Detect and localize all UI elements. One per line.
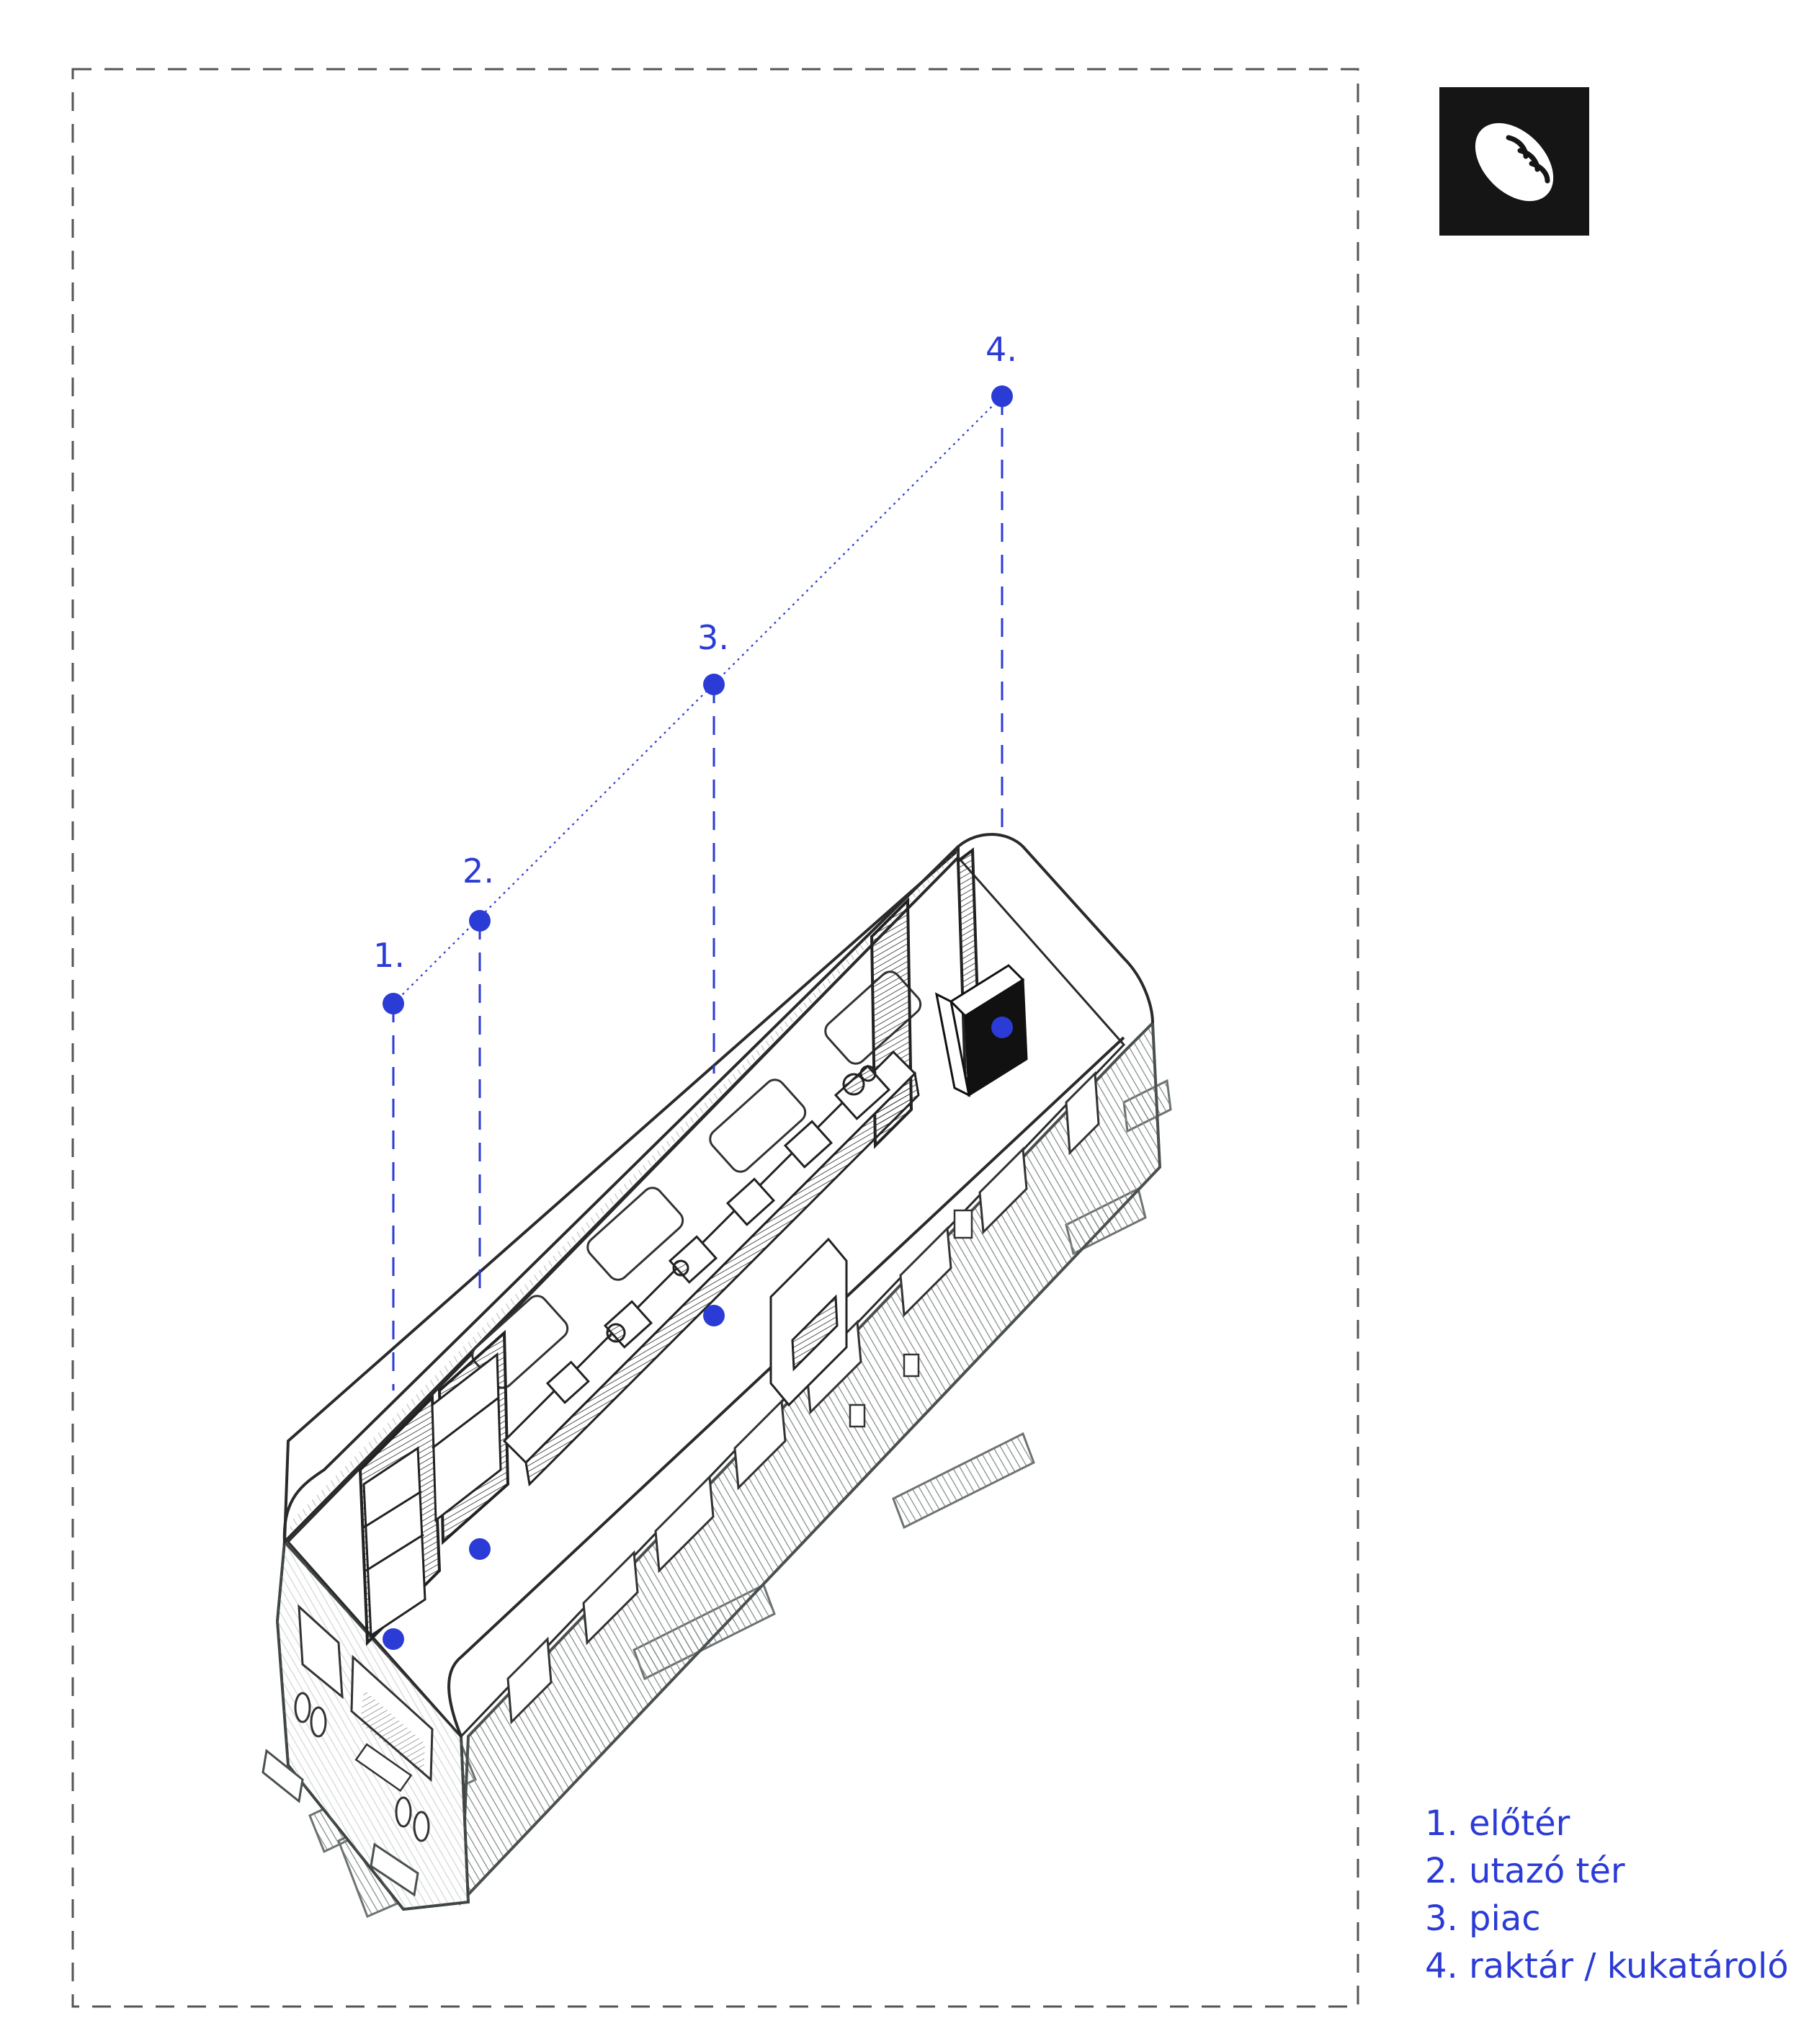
bread-icon-box — [1439, 87, 1589, 236]
leader-lines — [392, 396, 1004, 1391]
car-roof-outline — [282, 833, 1154, 1543]
connector-dotted — [393, 396, 1003, 1004]
legend-item-1: 1. előtér — [1425, 1803, 1570, 1844]
legend: 1. előtér 2. utazó tér 3. piac 4. raktár… — [1425, 1800, 1789, 1990]
headlights — [294, 1692, 430, 1842]
zone-dot-3 — [703, 1305, 725, 1326]
storage-bins — [934, 964, 1028, 1097]
marker-dot-1 — [383, 993, 404, 1014]
marker-dot-4 — [991, 385, 1013, 407]
zone-dot-4 — [991, 1017, 1013, 1038]
marker-label-1: 1. — [373, 936, 405, 975]
train-car-drawing — [262, 833, 1172, 1919]
buffers — [262, 1749, 419, 1897]
shelving-units — [362, 1352, 502, 1638]
zone-dot-2 — [469, 1538, 491, 1560]
marker-dots — [383, 385, 1013, 1650]
display-cases — [769, 1237, 848, 1407]
marker-dot-3 — [703, 674, 725, 695]
legend-item-3: 3. piac — [1425, 1898, 1541, 1939]
marker-label-3: 3. — [697, 618, 729, 657]
bread-icon — [1475, 122, 1554, 202]
legend-item-4: 4. raktár / kukatároló — [1425, 1946, 1789, 1986]
front-window-left — [298, 1604, 344, 1700]
marker-label-4: 4. — [986, 330, 1017, 369]
zone-dot-1 — [383, 1628, 404, 1650]
marker-label-2: 2. — [462, 852, 494, 891]
dashed-frame — [71, 68, 1359, 2008]
side-signs — [849, 1209, 973, 1428]
marker-dot-2 — [469, 910, 491, 932]
market-counter — [502, 1050, 920, 1487]
legend-item-2: 2. utazó tér — [1425, 1851, 1625, 1891]
number-plate — [354, 1743, 413, 1793]
